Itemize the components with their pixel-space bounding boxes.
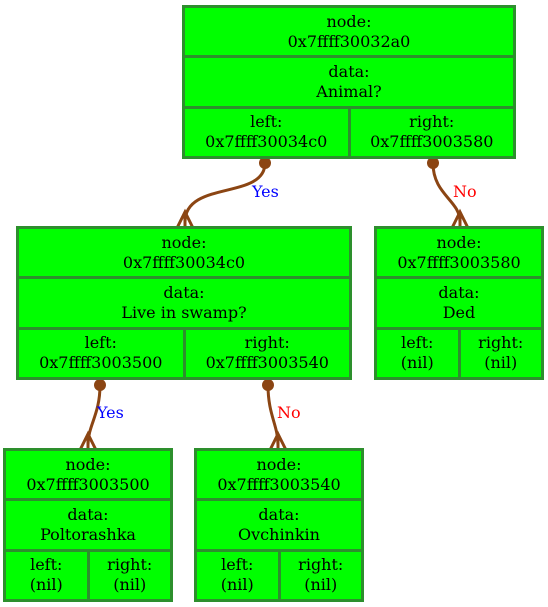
left-pointer: left: 0x7ffff30034c0 xyxy=(185,108,351,156)
right-value: 0x7ffff3003580 xyxy=(370,132,494,152)
node-data: data: Poltorashka xyxy=(6,501,170,552)
data-value: Ded xyxy=(442,302,476,322)
edge-swamp-yes-dot xyxy=(94,379,106,391)
node-header: node: 0x7ffff3003540 xyxy=(197,451,361,502)
right-label: right: xyxy=(409,112,455,132)
node-data: data: Ded xyxy=(377,279,541,330)
edge-label-swamp-no: No xyxy=(277,403,301,422)
node-label: node: xyxy=(436,232,482,252)
left-pointer: left: (nil) xyxy=(197,551,281,599)
node-children: left: (nil) right: (nil) xyxy=(377,329,542,377)
node-root: node: 0x7ffff30032a0 data: Animal? left:… xyxy=(182,5,516,159)
edge-label-swamp-yes: Yes xyxy=(97,403,124,422)
data-value: Animal? xyxy=(316,81,382,101)
left-pointer: left: (nil) xyxy=(6,551,90,599)
node-children: left: (nil) right: (nil) xyxy=(197,551,362,599)
right-pointer: right: (nil) xyxy=(281,552,362,599)
data-label: data: xyxy=(328,61,370,81)
right-value: (nil) xyxy=(304,575,338,595)
left-value: (nil) xyxy=(220,575,254,595)
node-children: left: (nil) right: (nil) xyxy=(6,551,171,599)
node-address: 0x7ffff3003500 xyxy=(26,474,150,494)
data-label: data: xyxy=(258,504,300,524)
left-pointer: left: (nil) xyxy=(377,329,461,377)
right-label: right: xyxy=(478,333,524,353)
node-data: data: Live in swamp? xyxy=(19,279,349,330)
left-value: (nil) xyxy=(400,353,434,373)
node-poltorashka: node: 0x7ffff3003500 data: Poltorashka l… xyxy=(3,448,173,602)
node-ovchinkin: node: 0x7ffff3003540 data: Ovchinkin lef… xyxy=(194,448,364,602)
node-label: node: xyxy=(65,454,111,474)
left-pointer: left: 0x7ffff3003500 xyxy=(19,329,186,377)
right-value: (nil) xyxy=(113,575,147,595)
left-value: 0x7ffff30034c0 xyxy=(205,132,328,152)
left-label: left: xyxy=(401,333,434,353)
node-swamp: node: 0x7ffff30034c0 data: Live in swamp… xyxy=(16,226,352,380)
node-address: 0x7ffff30032a0 xyxy=(287,31,411,51)
right-pointer: right: 0x7ffff3003540 xyxy=(186,330,350,377)
node-header: node: 0x7ffff3003500 xyxy=(6,451,170,502)
left-label: left: xyxy=(250,112,283,132)
node-header: node: 0x7ffff30034c0 xyxy=(19,229,349,280)
right-pointer: right: 0x7ffff3003580 xyxy=(351,109,514,156)
data-label: data: xyxy=(438,282,480,302)
node-data: data: Ovchinkin xyxy=(197,501,361,552)
right-value: 0x7ffff3003540 xyxy=(205,353,329,373)
node-label: node: xyxy=(161,232,207,252)
left-value: (nil) xyxy=(29,575,63,595)
node-header: node: 0x7ffff30032a0 xyxy=(185,8,513,59)
node-header: node: 0x7ffff3003580 xyxy=(377,229,541,280)
right-label: right: xyxy=(298,555,344,575)
node-children: left: 0x7ffff30034c0 right: 0x7ffff30035… xyxy=(185,108,514,156)
data-value: Live in swamp? xyxy=(121,302,247,322)
data-value: Ovchinkin xyxy=(238,524,320,544)
edge-swamp-no-dot xyxy=(262,379,274,391)
left-label: left: xyxy=(30,555,63,575)
node-children: left: 0x7ffff3003500 right: 0x7ffff30035… xyxy=(19,329,350,377)
right-value: (nil) xyxy=(484,353,518,373)
node-address: 0x7ffff3003580 xyxy=(397,252,521,272)
right-label: right: xyxy=(244,333,290,353)
node-data: data: Animal? xyxy=(185,58,513,109)
left-label: left: xyxy=(221,555,254,575)
right-label: right: xyxy=(107,555,153,575)
edge-label-root-yes: Yes xyxy=(252,182,279,201)
node-label: node: xyxy=(326,11,372,31)
node-label: node: xyxy=(256,454,302,474)
right-pointer: right: (nil) xyxy=(461,330,542,377)
node-ded: node: 0x7ffff3003580 data: Ded left: (ni… xyxy=(374,226,544,380)
node-address: 0x7ffff30034c0 xyxy=(122,252,246,272)
edge-label-root-no: No xyxy=(453,182,477,201)
left-value: 0x7ffff3003500 xyxy=(39,353,163,373)
data-label: data: xyxy=(163,282,205,302)
data-label: data: xyxy=(67,504,109,524)
left-label: left: xyxy=(84,333,117,353)
node-address: 0x7ffff3003540 xyxy=(217,474,341,494)
data-value: Poltorashka xyxy=(40,524,136,544)
right-pointer: right: (nil) xyxy=(90,552,171,599)
